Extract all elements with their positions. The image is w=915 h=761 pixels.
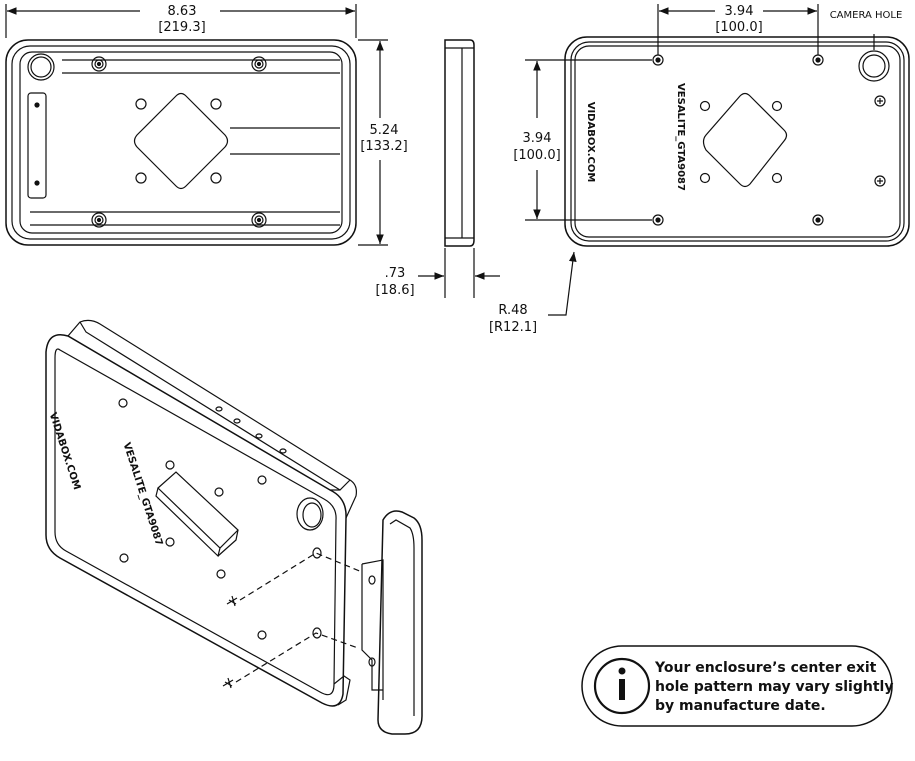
info-icon [593, 657, 651, 715]
side-view [418, 39, 500, 298]
brand-label-iso: VIDABOX.COM [47, 411, 82, 491]
brand-label-back: VIDABOX.COM [585, 102, 596, 183]
back-view [564, 36, 910, 247]
depth-in-label: .73 [385, 266, 406, 281]
vesa-h-in-label: 3.94 [725, 4, 754, 19]
back-dimensions [525, 4, 875, 316]
vesa-h-mm-label: [100.0] [715, 20, 762, 35]
model-label-back: VESALITE_GTA9087 [675, 83, 686, 191]
front-dimensions [5, 4, 388, 246]
front-standoffs [91, 56, 267, 228]
note-line-3: by manufacture date. [655, 698, 826, 714]
camera-hole-label: CAMERA HOLE [830, 10, 903, 21]
height-in-label: 5.24 [370, 123, 399, 138]
isometric-view [45, 319, 363, 707]
radius-in-label: R.48 [498, 303, 527, 318]
depth-mm-label: [18.6] [375, 283, 414, 298]
note-line-2: hole pattern may vary slightly [655, 679, 893, 695]
info-note [581, 645, 893, 727]
front-view [5, 39, 357, 246]
side-rail [361, 510, 423, 735]
note-line-1: Your enclosure’s center exit [654, 660, 877, 676]
vesa-v-mm-label: [100.0] [513, 148, 560, 163]
vesa-v-in-label: 3.94 [523, 131, 552, 146]
height-mm-label: [133.2] [360, 139, 407, 154]
width-in-label: 8.63 [168, 4, 197, 19]
width-mm-label: [219.3] [158, 20, 205, 35]
radius-mm-label: [R12.1] [489, 320, 537, 335]
model-label-iso: VESALITE_GTA9087 [120, 441, 164, 547]
